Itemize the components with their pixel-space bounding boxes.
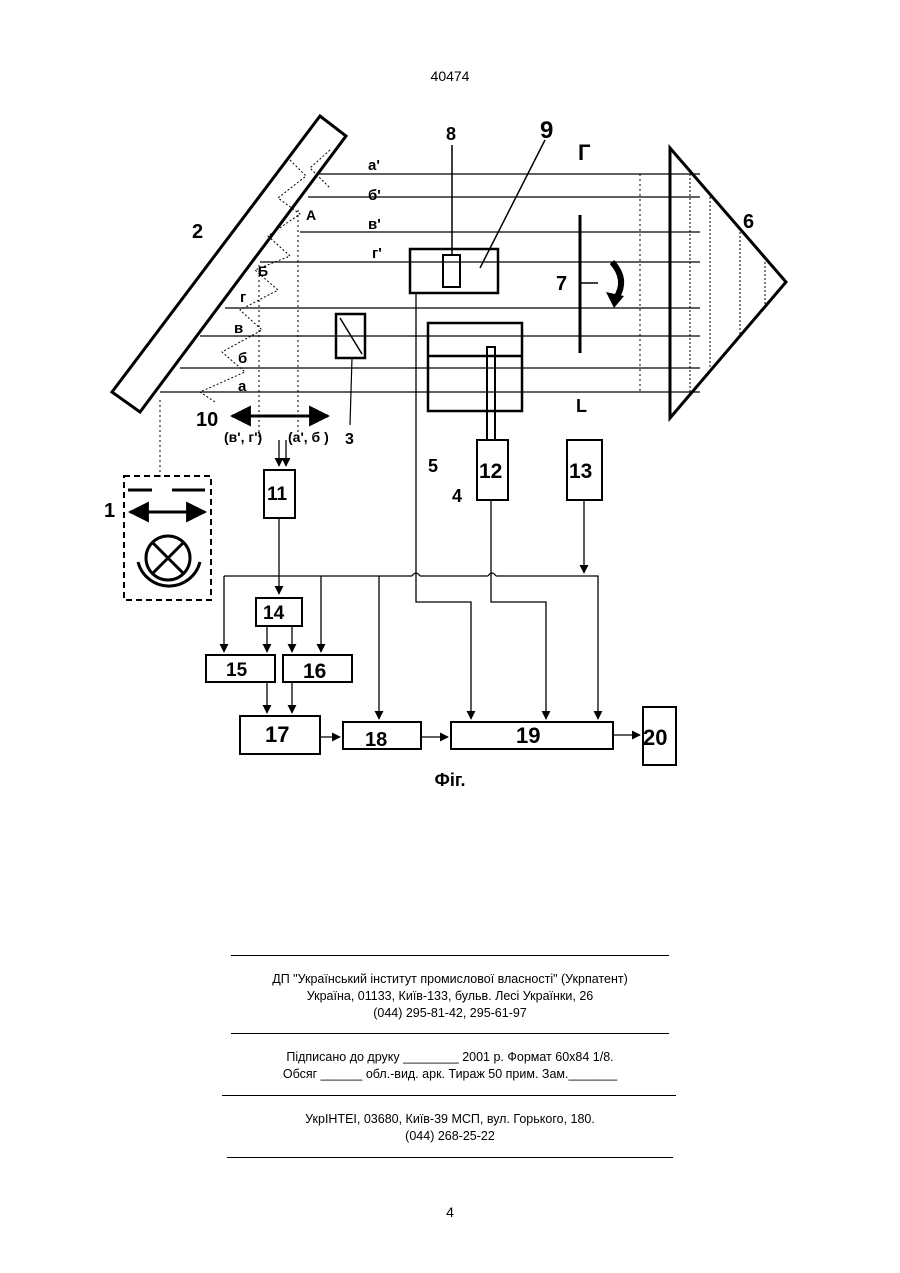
footer-block-3: УкрІНТЕІ, 03680, Київ-39 МСП, вул. Горьк… <box>0 1111 900 1145</box>
ray-label-a-prime: а' <box>368 157 380 174</box>
footer-rule-2 <box>231 1033 669 1034</box>
page-number: 4 <box>0 1204 900 1220</box>
ray-label-a: а <box>238 378 247 395</box>
footer-block-2: Підписано до друку ________ 2001 р. Форм… <box>0 1049 900 1083</box>
label-18: 18 <box>365 729 387 751</box>
label-12: 12 <box>479 460 502 483</box>
footer-line: Підписано до друку ________ 2001 р. Форм… <box>0 1049 900 1066</box>
optical-scheme-figure: 1 2 3 4 5 6 7 8 9 10 11 12 13 14 15 16 1… <box>0 0 900 800</box>
footer-rule-1 <box>231 955 669 956</box>
footer-line: Обсяг ______ обл.-вид. арк. Тираж 50 при… <box>0 1066 900 1083</box>
component-7-plate <box>580 215 624 353</box>
label-11: 11 <box>267 484 288 505</box>
label-14: 14 <box>263 603 285 624</box>
footer-rule-4 <box>227 1157 673 1158</box>
ray-label-v: в <box>234 320 243 337</box>
component-labels: 1 2 3 4 5 6 7 8 9 10 11 12 13 14 15 16 1… <box>104 117 754 751</box>
label-19: 19 <box>516 723 540 748</box>
component-1-lamp <box>124 476 211 600</box>
lens-label-left: (в', г') <box>224 429 262 445</box>
footer-line: УкрІНТЕІ, 03680, Київ-39 МСП, вул. Горьк… <box>0 1111 900 1128</box>
label-4: 4 <box>452 486 462 506</box>
ray-label-b: б <box>238 350 247 367</box>
ray-label-v-prime: в' <box>368 216 381 233</box>
ray-labels: а' б' в' г' г в б а <box>234 157 382 395</box>
footer-line: Україна, 01133, Київ-133, бульв. Лесі Ук… <box>0 988 900 1005</box>
lens-label-right: (а', б ) <box>288 429 329 445</box>
footer-rule-3 <box>222 1095 676 1096</box>
component-9-box <box>410 140 545 293</box>
label-13: 13 <box>569 460 592 483</box>
label-8: 8 <box>446 124 456 144</box>
figure-caption: Фіг. <box>0 770 900 791</box>
wiring <box>224 293 640 737</box>
label-1: 1 <box>104 500 115 522</box>
footer-line: ДП "Український інститут промислової вла… <box>0 971 900 988</box>
point-label-l: L <box>576 396 587 416</box>
ray-label-b-prime: б' <box>368 187 381 204</box>
point-label-b: Б <box>258 263 268 279</box>
ray-label-g-prime: г' <box>372 245 382 262</box>
footer-block-1: ДП "Український інститут промислової вла… <box>0 971 900 1022</box>
ray-label-g: г <box>240 289 246 306</box>
point-label-g: Г <box>578 140 591 165</box>
point-labels: А Б Г L (в', г') (а', б ) <box>224 140 591 445</box>
component-3-polarizer <box>336 314 365 425</box>
label-3: 3 <box>345 431 354 448</box>
label-10: 10 <box>196 409 218 431</box>
label-15: 15 <box>226 660 248 681</box>
label-17: 17 <box>265 722 289 747</box>
footer-line: (044) 295-81-42, 295-61-97 <box>0 1005 900 1022</box>
component-6-prism <box>670 148 786 418</box>
label-7: 7 <box>556 273 567 295</box>
label-2: 2 <box>192 221 203 243</box>
label-5: 5 <box>428 456 438 476</box>
label-6: 6 <box>743 211 754 233</box>
label-20: 20 <box>643 725 667 750</box>
label-16: 16 <box>303 660 326 683</box>
label-9: 9 <box>540 117 553 144</box>
point-label-a: А <box>306 207 316 223</box>
component-4-5-box <box>428 323 522 440</box>
footer-line: (044) 268-25-22 <box>0 1128 900 1145</box>
